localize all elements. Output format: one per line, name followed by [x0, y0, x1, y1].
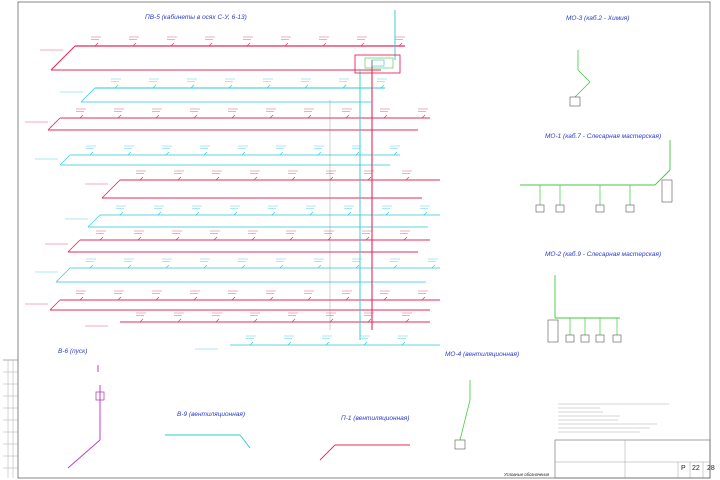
duct-branch: [51, 46, 75, 70]
legend-label: Условные обозначения: [504, 472, 549, 477]
diffuser-mark: [250, 342, 253, 345]
diffuser-mark: [196, 212, 199, 215]
diffuser-mark: [402, 342, 405, 345]
title-mo2: МО-2 (каб.9 - Слесарная мастерская): [545, 251, 661, 258]
diffuser-mark: [310, 212, 313, 215]
diffuser-mark: [364, 342, 367, 345]
diffuser-mark: [120, 212, 123, 215]
mo1-equipment: [626, 205, 634, 212]
mo4-equipment: [455, 440, 465, 449]
diffuser-mark: [242, 152, 245, 155]
diffuser-mark: [272, 212, 275, 215]
diffuser-mark: [424, 212, 427, 215]
diffuser-mark: [356, 152, 359, 155]
diffuser-mark: [318, 152, 321, 155]
duct-branch: [56, 268, 70, 282]
diffuser-mark: [432, 265, 435, 268]
diffuser-mark: [318, 265, 321, 268]
title-mo4: МО-4 (вентиляционная): [445, 351, 519, 358]
diffuser-mark: [158, 212, 161, 215]
title-v9: В-9 (вентиляционная): [177, 411, 245, 418]
diffuser-mark: [90, 265, 93, 268]
duct-branch: [68, 240, 80, 252]
diffuser-mark: [128, 152, 131, 155]
mo1-equipment: [596, 205, 604, 212]
stage-value: Р: [681, 465, 686, 472]
mo3-duct: [578, 70, 590, 82]
diffuser-mark: [166, 152, 169, 155]
diffuser-mark: [348, 212, 351, 215]
mo2-equipment: [566, 335, 574, 342]
duct-branch: [102, 180, 120, 198]
duct-branch: [81, 88, 95, 102]
sheet-number: 22: [692, 465, 700, 472]
mo2-unit: [548, 320, 558, 342]
mo1-equipment: [556, 205, 564, 212]
mo1-duct: [655, 170, 670, 185]
title-mo1: МО-1 (каб.7 - Слесарная мастерская): [545, 133, 661, 140]
mo3-equipment: [570, 97, 580, 106]
duct-branch: [88, 215, 100, 227]
diffuser-mark: [386, 212, 389, 215]
diffuser-mark: [394, 152, 397, 155]
duct-branch: [50, 300, 60, 310]
diffuser-mark: [204, 265, 207, 268]
mo1-unit: [662, 180, 672, 202]
title-mo3: МО-3 (каб.2 - Химия): [566, 15, 629, 22]
title-pv5: ПВ-5 (кабинеты в осях С-У, 6-13): [145, 14, 247, 21]
ahu-section: [372, 60, 384, 66]
mo2-equipment: [613, 335, 621, 342]
ahu-section: [365, 58, 393, 68]
diffuser-mark: [242, 265, 245, 268]
diffuser-mark: [204, 152, 207, 155]
v9-duct: [240, 435, 250, 448]
diffuser-mark: [90, 152, 93, 155]
diffuser-mark: [288, 342, 291, 345]
mo2-equipment: [596, 335, 604, 342]
title-p1: П-1 (вентиляционная): [341, 415, 409, 422]
diffuser-mark: [166, 265, 169, 268]
title-v6: В-6 (пуск): [58, 348, 87, 355]
diffuser-mark: [280, 152, 283, 155]
diffuser-mark: [356, 265, 359, 268]
sheets-total: 28: [707, 465, 715, 472]
duct-branch: [60, 155, 70, 165]
diffuser-mark: [280, 265, 283, 268]
title-block: [555, 440, 710, 478]
duct-branch: [48, 118, 60, 130]
p1-duct: [320, 445, 335, 460]
diffuser-mark: [326, 342, 329, 345]
mo3-duct: [575, 82, 590, 97]
v6-duct: [68, 440, 100, 468]
mo1-equipment: [536, 205, 544, 212]
mo4-duct: [460, 400, 470, 440]
mo2-equipment: [581, 335, 589, 342]
diffuser-mark: [128, 265, 131, 268]
diffuser-mark: [394, 265, 397, 268]
diffuser-mark: [234, 212, 237, 215]
